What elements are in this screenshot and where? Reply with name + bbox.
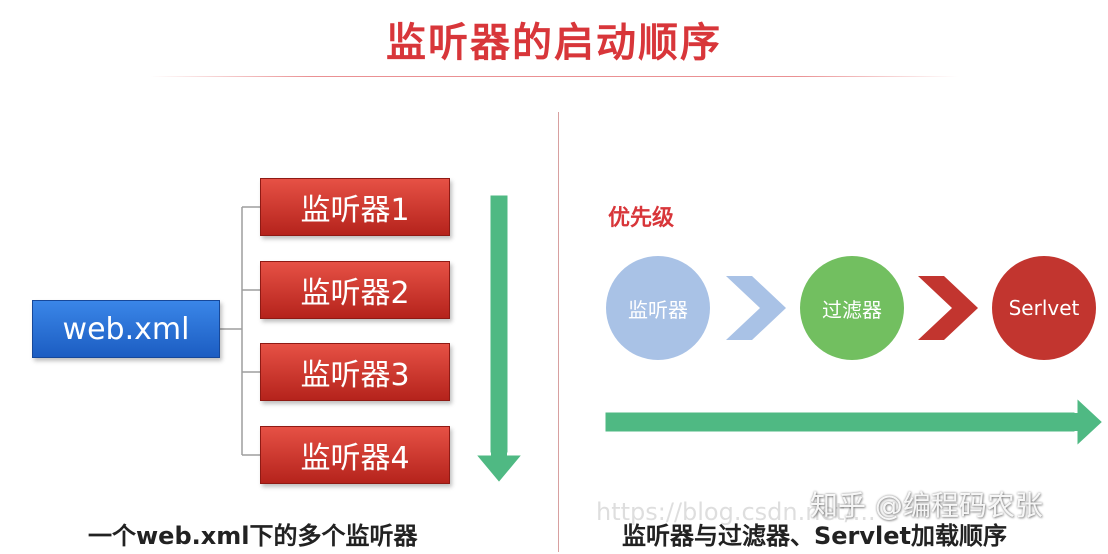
- chevron-right-icon-1: [726, 276, 786, 340]
- node-listener: 监听器: [606, 256, 710, 360]
- down-arrow-icon: [472, 192, 526, 486]
- listener-box-4: 监听器4: [260, 426, 450, 484]
- node-filter: 过滤器: [800, 256, 904, 360]
- left-caption: 一个web.xml下的多个监听器: [88, 522, 418, 550]
- right-arrow-icon: [602, 394, 1106, 450]
- listener-box-2: 监听器2: [260, 261, 450, 319]
- listener-box-3: 监听器3: [260, 343, 450, 401]
- chevron-right-icon-2: [918, 276, 978, 340]
- web-xml-box: web.xml: [32, 300, 220, 358]
- listener-box-1: 监听器1: [260, 178, 450, 236]
- title-underline: [150, 76, 958, 77]
- priority-label: 优先级: [608, 206, 675, 231]
- diagram-title: 监听器的启动顺序: [386, 20, 722, 66]
- right-caption: 监听器与过滤器、Servlet加载顺序: [622, 522, 1008, 550]
- watermark-url: https://blog.csdn.net/...: [596, 498, 876, 526]
- panel-divider: [558, 112, 559, 552]
- watermark: 知乎 @编程码农张: [810, 489, 1043, 522]
- tree-connectors: [220, 192, 526, 486]
- node-servlet: Serlvet: [992, 256, 1096, 360]
